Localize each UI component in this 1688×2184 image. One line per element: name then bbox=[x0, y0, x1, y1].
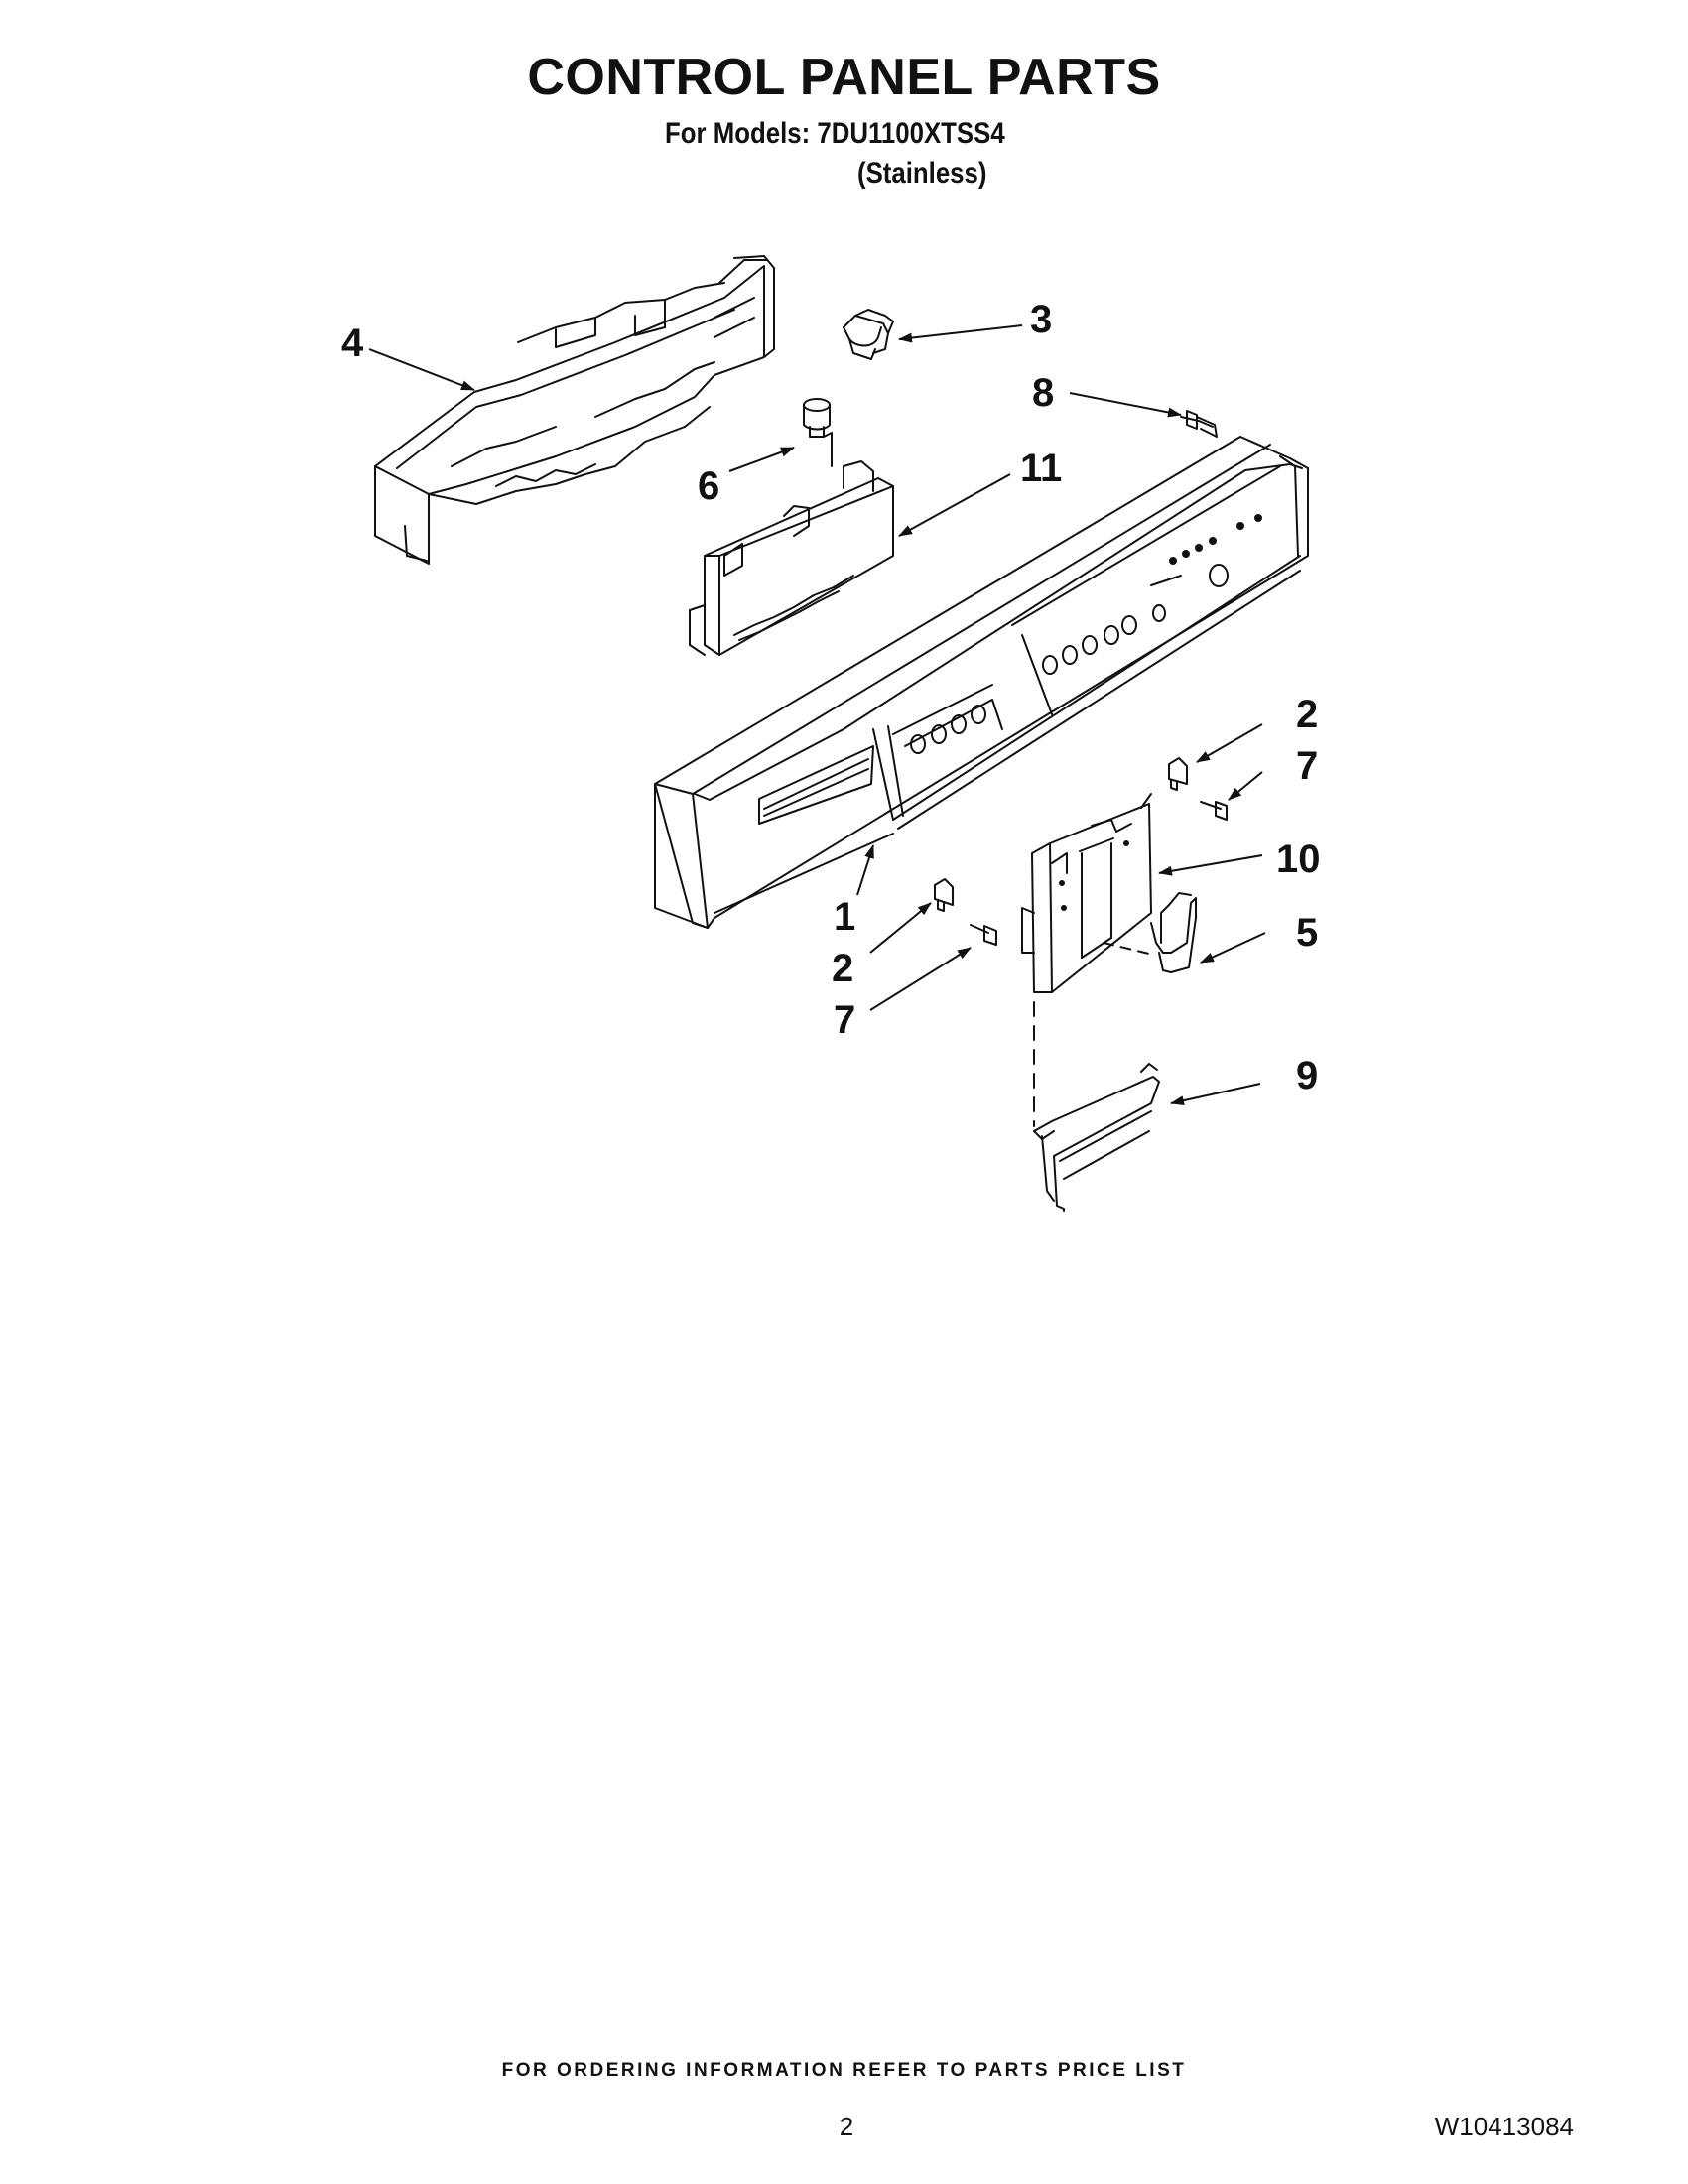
part-4-bracket bbox=[374, 255, 775, 565]
part-5-latch bbox=[1150, 892, 1197, 973]
callout-7-lower: 7 bbox=[834, 998, 856, 1042]
part-8-screw bbox=[1180, 410, 1218, 438]
part-11-control-board bbox=[689, 432, 894, 656]
part-9-trim bbox=[1033, 1063, 1160, 1212]
part-6-cap bbox=[803, 398, 831, 438]
page-title: CONTROL PANEL PARTS bbox=[527, 49, 1161, 106]
callout-7-upper: 7 bbox=[1296, 744, 1319, 788]
callout-2-lower: 2 bbox=[832, 947, 854, 990]
models-line: For Models: 7DU1100XTSS4 bbox=[665, 117, 1005, 150]
alignment-line-diagonal bbox=[1103, 942, 1154, 956]
variant-line: (Stainless) bbox=[857, 157, 987, 190]
callout-1: 1 bbox=[834, 895, 856, 939]
part-2-key-lower bbox=[934, 878, 954, 912]
callout-5: 5 bbox=[1296, 911, 1319, 955]
part-3-clip bbox=[843, 309, 894, 360]
callout-11: 11 bbox=[1020, 447, 1063, 490]
ordering-note: FOR ORDERING INFORMATION REFER TO PARTS … bbox=[501, 2060, 1187, 2081]
part-7-screw-upper bbox=[1200, 801, 1228, 821]
callout-4: 4 bbox=[341, 321, 364, 365]
document-number: W10413084 bbox=[1434, 2112, 1574, 2141]
part-10-bracket bbox=[1021, 793, 1152, 993]
callout-2-upper: 2 bbox=[1296, 693, 1319, 736]
callout-6: 6 bbox=[698, 464, 720, 508]
callout-8: 8 bbox=[1032, 371, 1055, 415]
part-2-key-upper bbox=[1168, 757, 1188, 791]
exploded-parts-diagram bbox=[368, 255, 1309, 1212]
console-buttons bbox=[758, 514, 1262, 825]
part-7-screw-lower bbox=[970, 924, 997, 946]
page-number: 2 bbox=[839, 2112, 854, 2141]
part-1-console bbox=[654, 436, 1309, 929]
callout-10: 10 bbox=[1276, 837, 1321, 881]
callout-9: 9 bbox=[1296, 1054, 1319, 1097]
callout-3: 3 bbox=[1030, 298, 1053, 341]
